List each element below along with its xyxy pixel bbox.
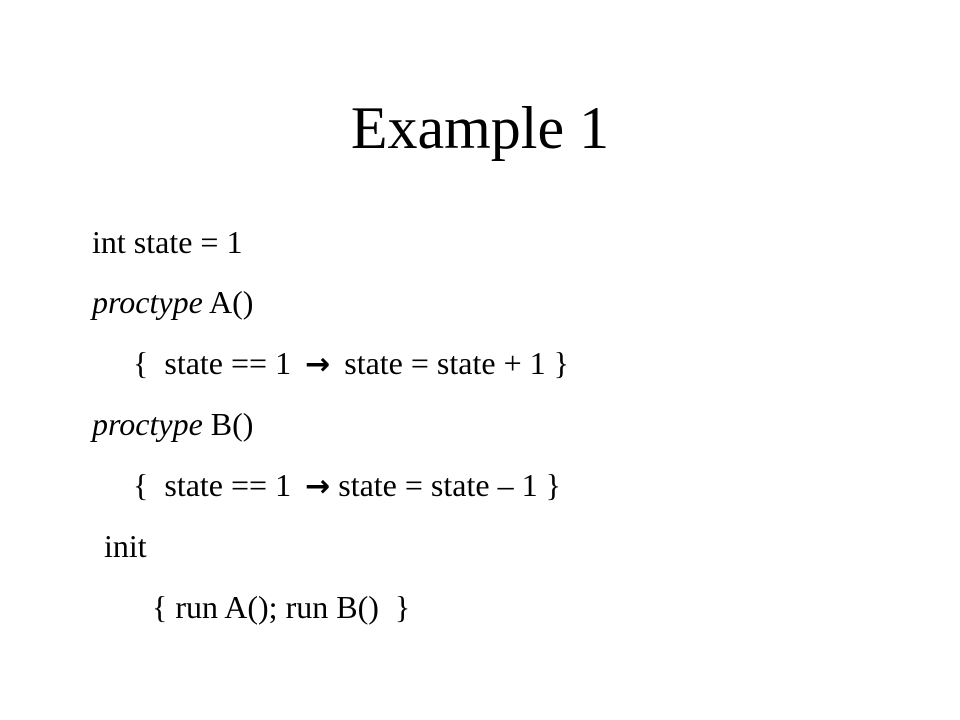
code-line-init: init	[104, 528, 147, 564]
proctype-name: A()	[202, 284, 254, 320]
right-arrow-icon: →	[305, 347, 331, 382]
code-line-int-state: int state = 1	[92, 224, 243, 260]
proctype-keyword: proctype	[92, 406, 203, 442]
slide-title: Example 1	[350, 95, 610, 161]
code-line-body-a: { state == 1 → state = state + 1 }	[133, 343, 569, 385]
proctype-name: B()	[202, 406, 254, 442]
code-line-proctype-a: proctype A()	[92, 282, 253, 322]
action-text: state = state + 1 }	[344, 345, 569, 381]
action-text: state = state – 1 }	[338, 467, 561, 503]
guard-text: { state == 1	[133, 467, 292, 503]
proctype-keyword: proctype	[92, 284, 203, 320]
code-line-body-b: { state == 1 →state = state – 1 }	[133, 465, 561, 507]
right-arrow-icon: →	[305, 469, 331, 504]
guard-text: { state == 1	[133, 345, 292, 381]
code-line-run: { run A(); run B() }	[152, 589, 411, 625]
code-line-proctype-b: proctype B()	[92, 404, 253, 444]
